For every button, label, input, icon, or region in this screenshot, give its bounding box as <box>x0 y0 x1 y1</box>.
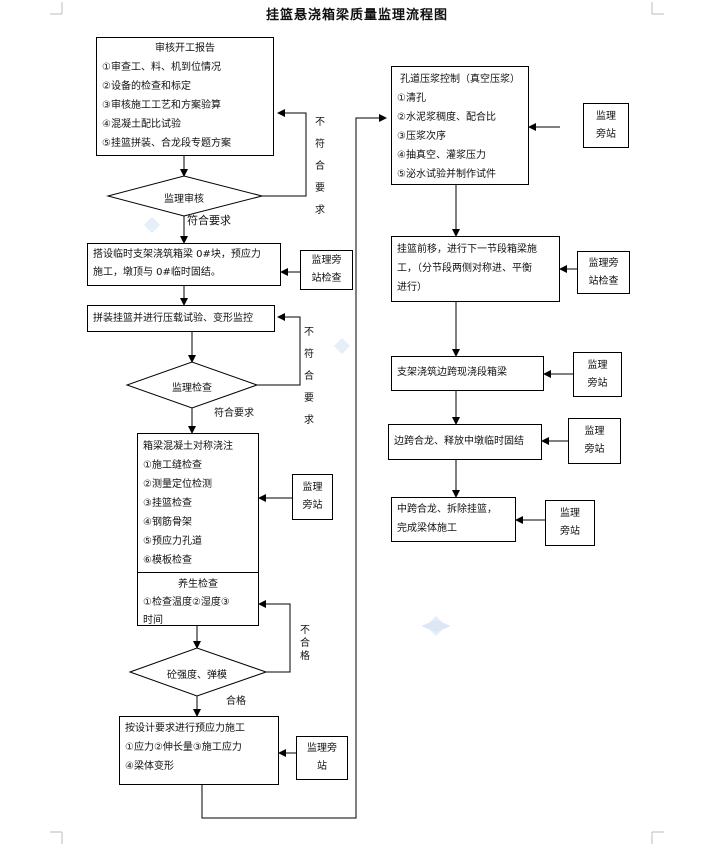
pour-item: ⑥模板检查 <box>143 555 192 566</box>
prestress-item: ①应力②伸长量③施工应力 <box>125 742 242 753</box>
prestress-heading: 按设计要求进行预应力施工 <box>125 723 245 734</box>
closure-text: 边跨合龙、释放中墩临时固结 <box>394 436 524 447</box>
side-station-box-5: 监理旁站 <box>568 418 621 464</box>
mid-line: 中跨合龙、拆除挂篮， <box>397 504 497 515</box>
page-title: 挂篮悬浇箱梁质量监理流程图 <box>265 8 448 23</box>
mid-line: 完成梁体施工 <box>397 523 457 534</box>
prestress-item: ④梁体变形 <box>125 761 174 772</box>
grout-heading: 孔道压浆控制（真空压浆） <box>400 74 520 85</box>
diamond1-label: 监理审核 <box>164 194 204 205</box>
side-check-box-2: 监理旁站检查 <box>577 251 630 294</box>
side-check-line: 站检查 <box>588 275 619 287</box>
grout-item: ⑤泌水试验并制作试件 <box>397 169 496 180</box>
side-station-box-1: 监理旁站 <box>292 474 333 520</box>
pour-item: ①施工缝检查 <box>143 460 202 471</box>
temporary-bracket-box: 搭设临时支架浇筑箱梁 0#块，预应力 施工，墩顶与 0#临时固结。 <box>87 243 281 286</box>
bracket-line: 搭设临时支架浇筑箱梁 0#块，预应力 <box>93 249 261 260</box>
advance-line: 工，（分节段两侧对称进、平衡 <box>397 263 532 274</box>
reject2-label: 不符合要求 <box>304 327 314 426</box>
arrow-reject2-loop <box>257 313 301 386</box>
review-box-heading: 审核开工报告 <box>155 43 215 54</box>
side-station-line: 监理 <box>560 508 580 519</box>
arrow-reject3-loop <box>258 600 291 673</box>
curing-item: 时间 <box>143 615 163 626</box>
side-check-line: 监理旁 <box>311 255 342 266</box>
review-item: ③审核施工工艺和方案验算 <box>102 100 221 111</box>
symmetric-pour-box: 箱梁混凝土对称浇注 ①施工缝检查 ②测量定位检测 ③挂篮检查 ④钢筋骨架 ⑤预应… <box>137 433 259 573</box>
side-station-line: 监理 <box>596 110 616 122</box>
advance-line: 进行） <box>397 282 427 293</box>
crop-marks <box>50 2 664 844</box>
diamond3-label: 砼强度、弹模 <box>167 670 227 681</box>
curing-item: ①检查温度②湿度③ <box>143 597 230 608</box>
review-start-report-box: 审核开工报告 ①审查工、料、机到位情况 ②设备的检查和标定 ③审核施工工艺和方案… <box>96 37 274 156</box>
mid-span-closure-box: 中跨合龙、拆除挂篮， 完成梁体施工 <box>391 497 516 542</box>
review-item: ②设备的检查和标定 <box>102 81 191 92</box>
assemble-text: 拼装挂篮并进行压载试验、变形监控 <box>93 313 253 324</box>
curing-check-box: 养生检查 ①检查温度②湿度③ 时间 <box>137 572 259 626</box>
arrow-reject1-loop <box>262 109 307 197</box>
arrow-prestress-to-grout <box>201 114 387 819</box>
pour-item: ⑤预应力孔道 <box>143 536 202 547</box>
review-item: ⑤挂篮拼装、合龙段专题方案 <box>102 138 231 149</box>
side-check-line: 站检查 <box>311 273 342 284</box>
side-station-line: 旁站 <box>302 500 323 511</box>
review-item: ①审查工、料、机到位情况 <box>102 62 221 73</box>
advance-line: 挂篮前移，进行下一节段箱梁施 <box>397 244 537 255</box>
watermark-decor <box>144 217 451 636</box>
side-station-line: 监理 <box>587 359 608 371</box>
pass1-label: 符合要求 <box>187 214 231 227</box>
side-span-text: 支架浇筑边跨现浇段箱梁 <box>397 367 507 378</box>
pour-item: ④钢筋骨架 <box>143 517 192 528</box>
prestress-box: 按设计要求进行预应力施工 ①应力②伸长量③施工应力 ④梁体变形 <box>119 716 279 785</box>
diamond2-label: 监理检查 <box>172 383 212 394</box>
side-station-line: 监理旁 <box>307 743 337 754</box>
reject1-label: 不符合要求 <box>315 117 325 216</box>
grout-item: ④抽真空、灌浆压力 <box>397 150 486 161</box>
side-check-box-1: 监理旁站检查 <box>300 250 353 290</box>
pass2-label: 符合要求 <box>214 408 254 419</box>
side-station-box-3: 监理旁站 <box>583 103 629 148</box>
side-station-line: 旁站 <box>560 526 580 537</box>
side-station-box-6: 监理旁站 <box>545 500 595 546</box>
side-span-pour-box: 支架浇筑边跨现浇段箱梁 <box>391 356 544 391</box>
pour-item: ③挂篮检查 <box>143 498 192 509</box>
side-station-box-4: 监理旁站 <box>573 352 622 397</box>
pour-box-heading: 箱梁混凝土对称浇注 <box>143 441 233 452</box>
side-station-line: 旁站 <box>596 128 616 140</box>
pour-item: ②测量定位检测 <box>143 479 212 490</box>
side-span-closure-box: 边跨合龙、释放中墩临时固结 <box>388 424 542 460</box>
review-item: ④混凝土配比试验 <box>102 119 181 130</box>
side-station-line: 旁站 <box>587 377 608 389</box>
side-station-line: 监理 <box>302 482 323 493</box>
grout-item: ③压浆次序 <box>397 131 446 142</box>
side-station-line: 监理 <box>584 426 605 437</box>
grout-item: ②水泥浆稠度、配合比 <box>397 112 496 123</box>
bracket-line: 施工，墩顶与 0#临时固结。 <box>93 267 221 278</box>
pass3-label: 合格 <box>226 696 246 707</box>
basket-advance-box: 挂篮前移，进行下一节段箱梁施 工，（分节段两侧对称进、平衡 进行） <box>391 236 560 302</box>
side-station-line: 旁站 <box>584 444 605 455</box>
reject3-label: 不合格 <box>300 625 310 662</box>
curing-heading: 养生检查 <box>178 579 218 590</box>
grout-item: ①清孔 <box>397 93 426 104</box>
side-check-line: 监理旁 <box>588 257 619 269</box>
assemble-basket-box: 拼装挂篮并进行压载试验、变形监控 <box>87 305 275 332</box>
side-station-box-2: 监理旁站 <box>296 736 348 780</box>
grouting-control-box: 孔道压浆控制（真空压浆） ①清孔 ②水泥浆稠度、配合比 ③压浆次序 ④抽真空、灌… <box>391 66 529 185</box>
side-station-line: 站 <box>317 761 327 772</box>
